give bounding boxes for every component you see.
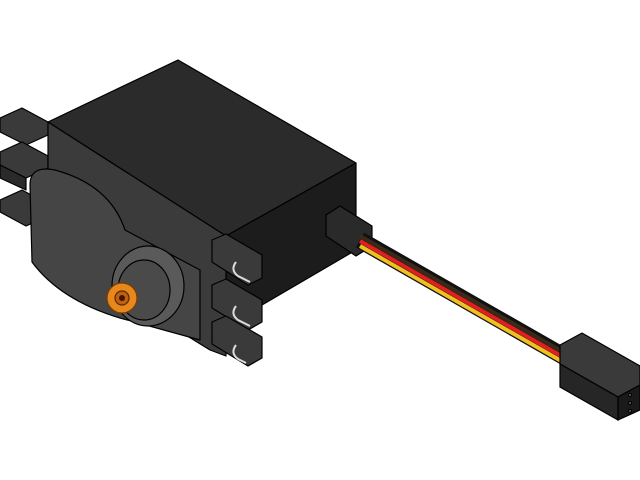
servo-cable	[355, 232, 575, 368]
cable-connector	[559, 332, 640, 422]
right-mounting-tabs	[211, 233, 263, 367]
